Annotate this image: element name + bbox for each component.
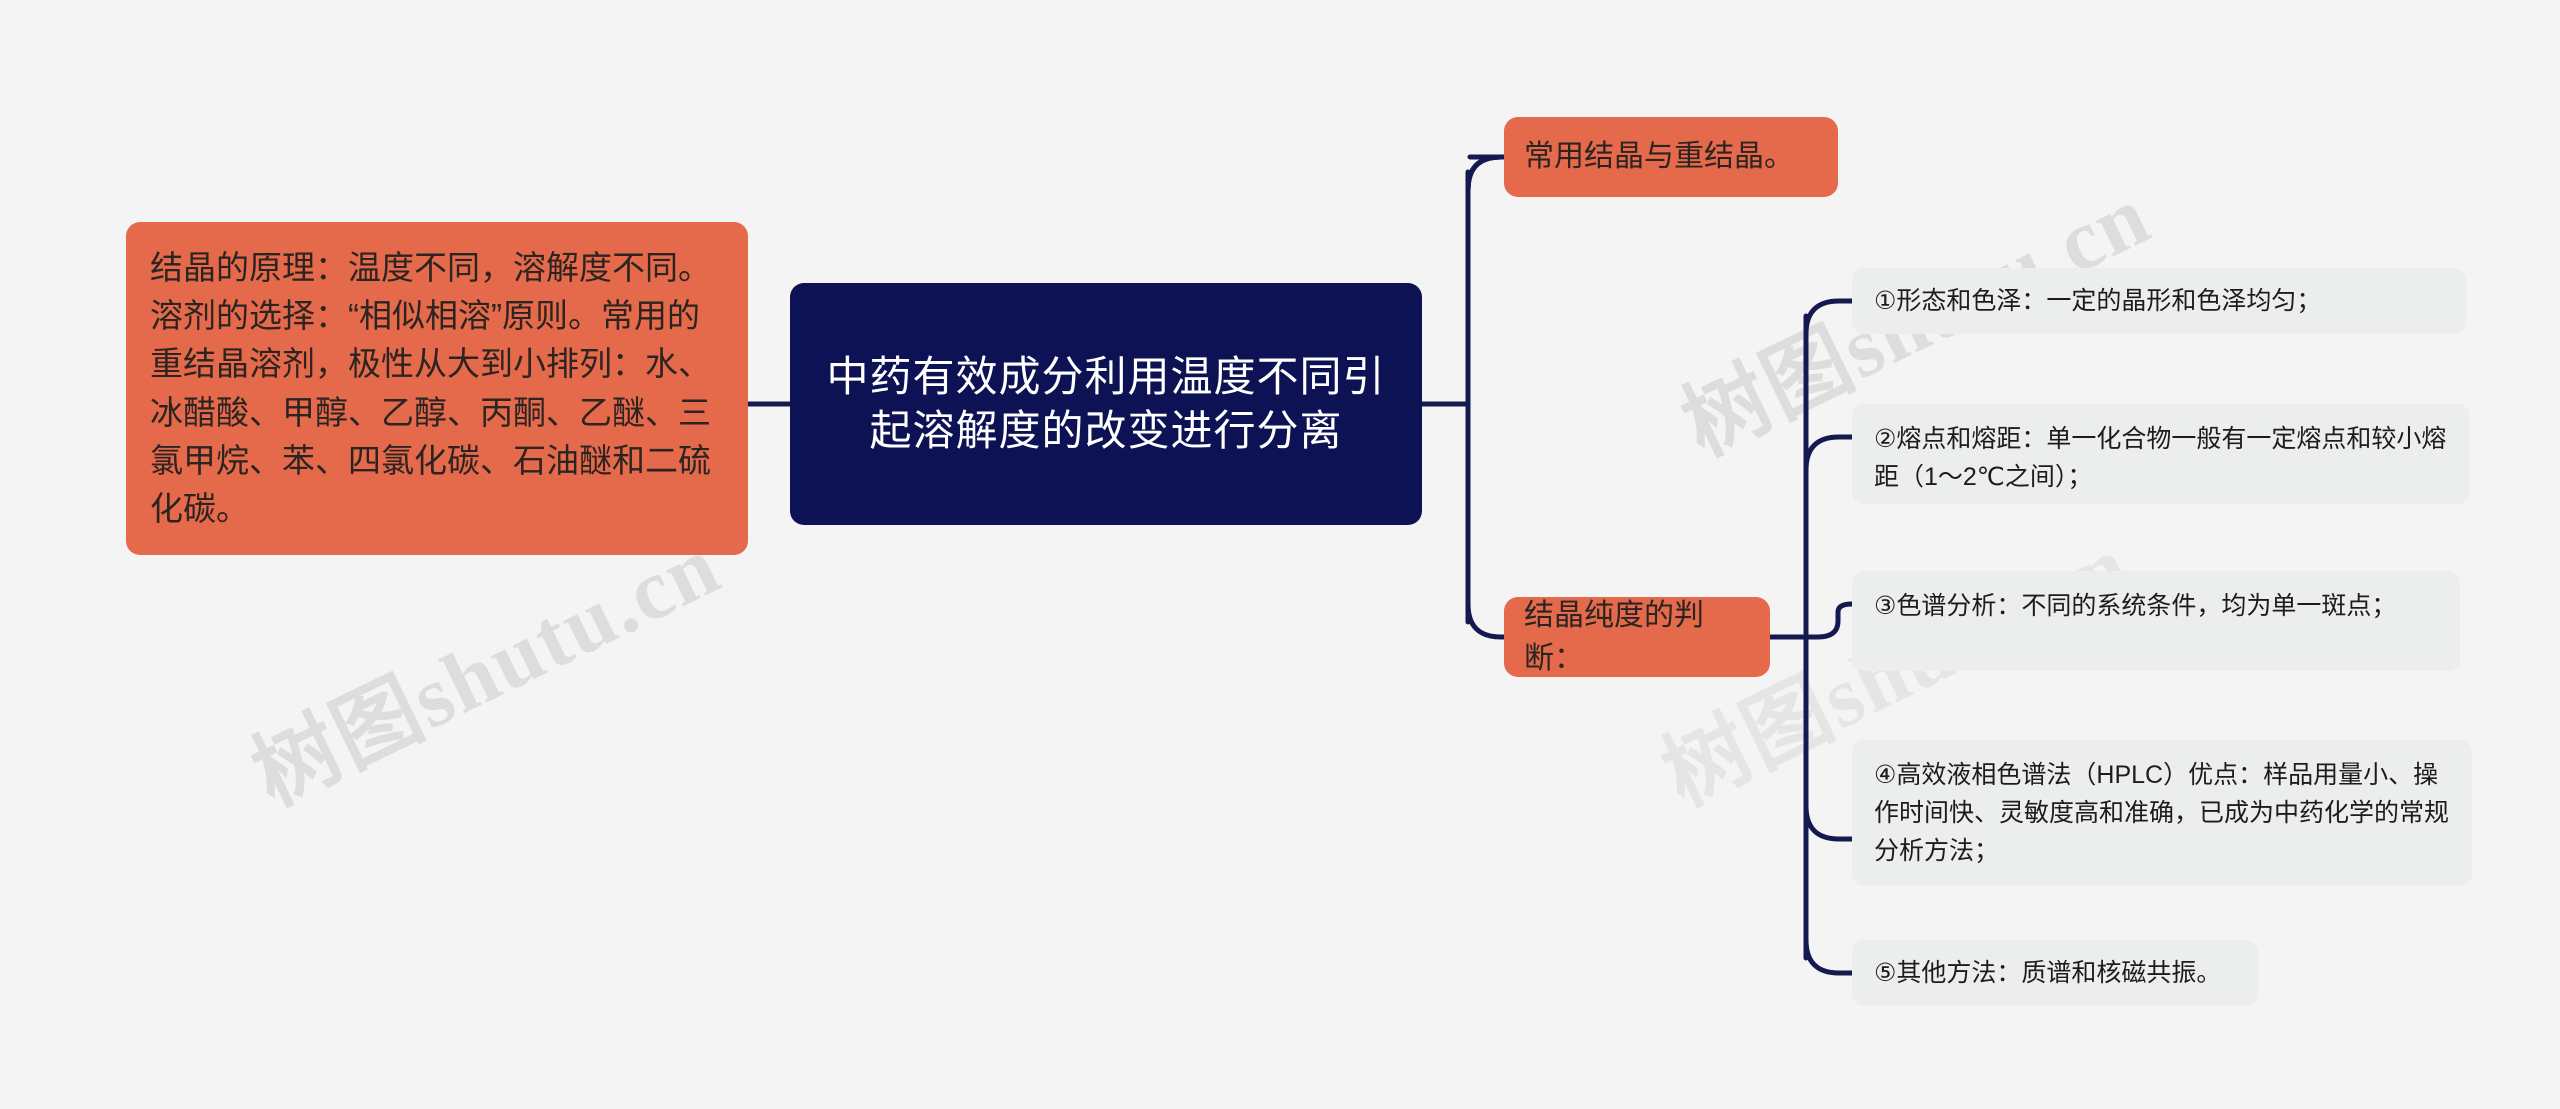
connector-to-leaf-3 [1803,601,1855,640]
leaf-chromatographic-analysis-label: ③色谱分析：不同的系统条件，均为单一斑点； [1874,592,2397,620]
branch-left-crystallization-principle[interactable]: 结晶的原理：温度不同，溶解度不同。溶剂的选择：“相似相溶”原则。常用的重结晶溶剂… [126,222,748,556]
leaf-chromatographic-analysis[interactable]: ③色谱分析：不同的系统条件，均为单一斑点； [1852,571,2460,671]
leaf-melting-point-and-range[interactable]: ②熔点和熔距：单一化合物一般有一定熔点和较小熔距（1～2℃之间）； [1852,404,2470,504]
leaf-hplc-method-label: ④高效液相色谱法（HPLC）优点：样品用量小、操作时间快、灵敏度高和准确，已成为… [1874,761,2450,865]
leaf-morphology-and-color-label: ①形态和色泽：一定的晶形和色泽均匀； [1874,287,2322,315]
leaf-other-methods[interactable]: ⑤其他方法：质谱和核磁共振。 [1852,940,2258,1006]
connector-elbow-top-b [1465,154,1504,193]
connector-to-branch1 [1465,154,1507,193]
branch-common-crystallization[interactable]: 常用结晶与重结晶。 [1504,117,1838,197]
branch-purity-judgement[interactable]: 结晶纯度的判断： [1504,597,1770,677]
root-label: 中药有效成分利用温度不同引起溶解度的改变进行分离 [826,353,1386,454]
connector-to-branch2 [1465,601,1507,640]
leaf-morphology-and-color[interactable]: ①形态和色泽：一定的晶形和色泽均匀； [1852,268,2466,334]
connector-to-leaf-2 [1803,434,1855,473]
branch-purity-judgement-label: 结晶纯度的判断： [1524,598,1704,676]
leaf-other-methods-label: ⑤其他方法：质谱和核磁共振。 [1874,959,2222,987]
branch-left-label: 结晶的原理：温度不同，溶解度不同。溶剂的选择：“相似相溶”原则。常用的重结晶溶剂… [150,249,711,527]
leaf-hplc-method[interactable]: ④高效液相色谱法（HPLC）优点：样品用量小、操作时间快、灵敏度高和准确，已成为… [1852,740,2472,886]
connector-elbow-top [1465,154,1504,193]
connector-to-leaf-4b [1803,803,1855,842]
connector-to-leaf-1 [1803,298,1855,337]
root-node[interactable]: 中药有效成分利用温度不同引起溶解度的改变进行分离 [790,283,1422,525]
connector-to-leaf-5 [1803,937,1855,976]
connector-elbow-top-c [1465,154,1504,193]
branch-common-crystallization-label: 常用结晶与重结晶。 [1524,140,1794,174]
leaf-melting-point-and-range-label: ②熔点和熔距：单一化合物一般有一定熔点和较小熔距（1～2℃之间）； [1874,425,2447,491]
